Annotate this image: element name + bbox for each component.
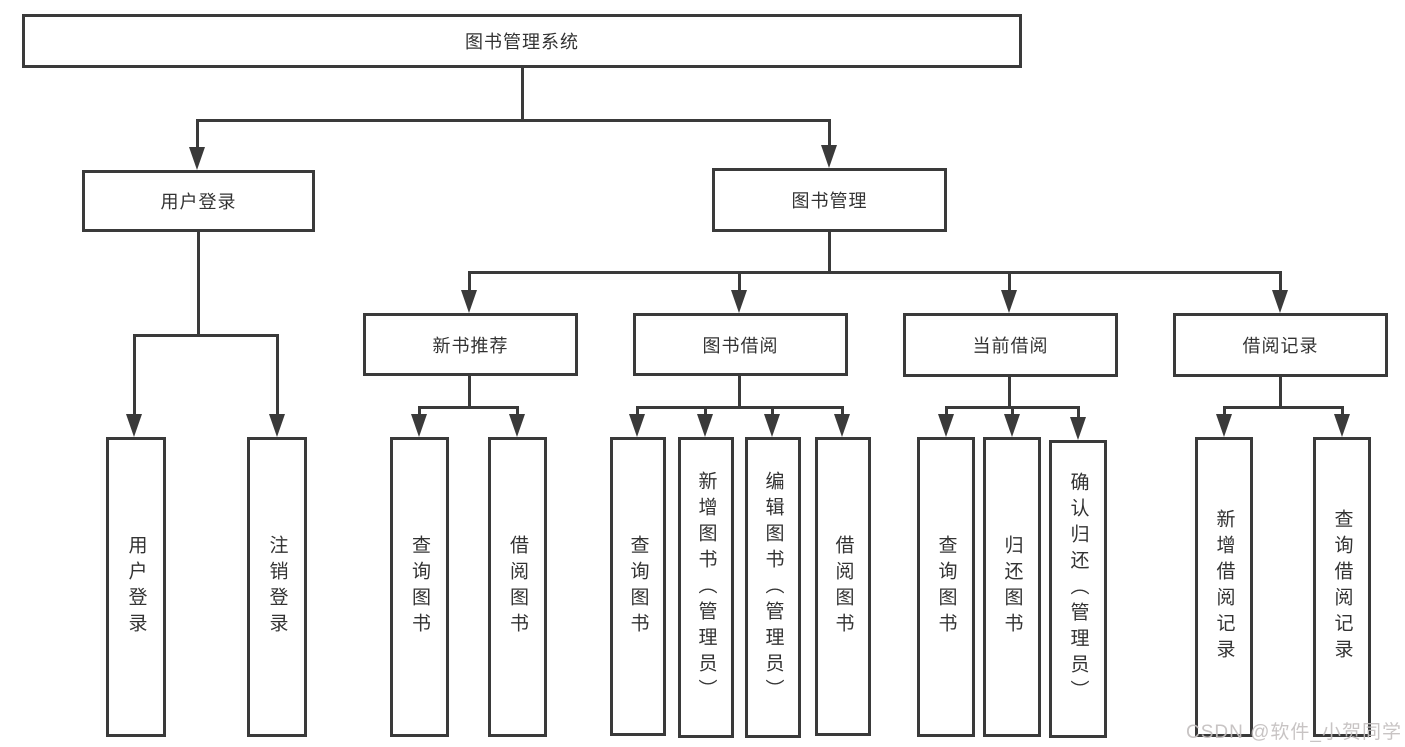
connector-root-stem bbox=[521, 68, 524, 122]
node-book-mgmt-label: 图书管理 bbox=[791, 191, 868, 211]
arrowhead-bb-query bbox=[629, 414, 645, 437]
arrowhead-current-borrow bbox=[1001, 290, 1017, 313]
arrowhead-cb-return bbox=[1004, 414, 1020, 437]
connector-drop-cb-query bbox=[945, 406, 948, 418]
arrowhead-nb-query bbox=[411, 414, 427, 437]
leaf-bb-add-book-admin: 新增图书（管理员） bbox=[678, 437, 734, 738]
arrowhead-bb-borrow bbox=[834, 414, 850, 437]
arrowhead-leaf-login bbox=[126, 414, 142, 437]
node-new-book: 新书推荐 bbox=[363, 313, 578, 376]
leaf-cb-confirm-return-admin: 确认归还（管理员） bbox=[1049, 440, 1107, 738]
leaf-cb-return-book-label: 归还图书 bbox=[1001, 535, 1023, 639]
leaf-bb-add-book-admin-label: 新增图书（管理员） bbox=[695, 470, 717, 705]
connector-drop-bb-add bbox=[704, 406, 707, 418]
leaf-bb-edit-book-admin-label: 编辑图书（管理员） bbox=[762, 470, 784, 705]
connector-book-borrow-stem bbox=[738, 376, 741, 409]
arrowhead-br-add bbox=[1216, 414, 1232, 437]
leaf-logout-label: 注销登录 bbox=[266, 535, 288, 639]
arrowhead-br-query bbox=[1334, 414, 1350, 437]
leaf-nb-borrow-book: 借阅图书 bbox=[488, 437, 547, 737]
arrowhead-book-mgmt bbox=[821, 145, 837, 168]
leaf-user-login: 用户登录 bbox=[106, 437, 166, 737]
connector-current-borrow-stem bbox=[1008, 377, 1011, 409]
connector-new-book-rail bbox=[418, 406, 519, 409]
leaf-nb-query-book: 查询图书 bbox=[390, 437, 449, 737]
connector-drop-br-query bbox=[1341, 406, 1344, 418]
leaf-bb-borrow-book-label: 借阅图书 bbox=[832, 534, 854, 639]
node-user-login-label: 用户登录 bbox=[160, 192, 237, 212]
connector-drop-bb-query bbox=[636, 406, 639, 418]
connector-drop-cb-confirm bbox=[1077, 406, 1080, 418]
node-user-login: 用户登录 bbox=[82, 170, 315, 232]
arrowhead-bb-edit bbox=[764, 414, 780, 437]
leaf-nb-query-book-label: 查询图书 bbox=[409, 535, 430, 639]
leaf-logout: 注销登录 bbox=[247, 437, 307, 737]
connector-borrow-record-rail bbox=[1223, 406, 1344, 409]
arrowhead-nb-borrow bbox=[509, 414, 525, 437]
leaf-cb-query-book-label: 查询图书 bbox=[935, 535, 957, 639]
leaf-user-login-label: 用户登录 bbox=[125, 535, 147, 639]
leaf-cb-return-book: 归还图书 bbox=[983, 437, 1041, 737]
leaf-bb-edit-book-admin: 编辑图书（管理员） bbox=[745, 437, 801, 738]
connector-drop-bb-edit bbox=[771, 406, 774, 418]
leaf-bb-borrow-book: 借阅图书 bbox=[815, 437, 871, 736]
connector-drop-current-borrow bbox=[1008, 271, 1011, 293]
connector-drop-bb-borrow bbox=[841, 406, 844, 418]
node-current-borrow: 当前借阅 bbox=[903, 313, 1118, 377]
connector-drop-nb-borrow bbox=[516, 406, 519, 418]
leaf-br-add-record: 新增借阅记录 bbox=[1195, 437, 1253, 737]
connector-user-login-rail bbox=[133, 334, 279, 337]
connector-book-mgmt-stem bbox=[828, 232, 831, 274]
connector-drop-leaf-logout bbox=[276, 334, 279, 416]
node-root-label: 图书管理系统 bbox=[465, 32, 579, 52]
leaf-br-add-record-label: 新增借阅记录 bbox=[1213, 509, 1235, 665]
connector-drop-user-login bbox=[196, 119, 199, 149]
leaf-cb-query-book: 查询图书 bbox=[917, 437, 975, 737]
connector-drop-new-book bbox=[468, 271, 471, 293]
leaf-bb-query-book: 查询图书 bbox=[610, 437, 666, 736]
connector-user-login-stem bbox=[197, 232, 200, 337]
arrowhead-book-borrow bbox=[731, 290, 747, 313]
arrowhead-borrow-record bbox=[1272, 290, 1288, 313]
arrowhead-cb-query bbox=[938, 414, 954, 437]
node-book-mgmt: 图书管理 bbox=[712, 168, 947, 232]
connector-new-book-stem bbox=[468, 376, 471, 409]
leaf-nb-borrow-book-label: 借阅图书 bbox=[507, 535, 528, 639]
arrowhead-bb-add bbox=[697, 414, 713, 437]
connector-borrow-record-stem bbox=[1279, 377, 1282, 409]
leaf-br-query-record: 查询借阅记录 bbox=[1313, 437, 1371, 737]
connector-drop-borrow-record bbox=[1279, 271, 1282, 293]
node-book-borrow: 图书借阅 bbox=[633, 313, 848, 376]
connector-drop-nb-query bbox=[418, 406, 421, 418]
node-borrow-record-label: 借阅记录 bbox=[1242, 336, 1319, 356]
leaf-br-query-record-label: 查询借阅记录 bbox=[1331, 509, 1353, 665]
node-book-borrow-label: 图书借阅 bbox=[702, 335, 779, 356]
arrowhead-cb-confirm bbox=[1070, 417, 1086, 440]
leaf-cb-confirm-return-admin-label: 确认归还（管理员） bbox=[1067, 472, 1089, 706]
node-root-library-system: 图书管理系统 bbox=[22, 14, 1022, 68]
connector-root-rail bbox=[196, 119, 831, 122]
node-borrow-record: 借阅记录 bbox=[1173, 313, 1388, 377]
connector-drop-leaf-login bbox=[133, 334, 136, 416]
connector-drop-cb-return bbox=[1011, 406, 1014, 418]
arrowhead-user-login bbox=[189, 147, 205, 170]
arrowhead-new-book bbox=[461, 290, 477, 313]
connector-book-borrow-rail bbox=[636, 406, 844, 409]
connector-book-mgmt-rail bbox=[468, 271, 1282, 274]
connector-drop-book-mgmt bbox=[828, 119, 831, 147]
connector-drop-book-borrow bbox=[738, 271, 741, 293]
node-new-book-label: 新书推荐 bbox=[432, 335, 509, 356]
arrowhead-leaf-logout bbox=[269, 414, 285, 437]
csdn-watermark: CSDN @软件_小贺同学 bbox=[1186, 722, 1402, 743]
node-current-borrow-label: 当前借阅 bbox=[972, 336, 1049, 356]
leaf-bb-query-book-label: 查询图书 bbox=[627, 534, 649, 639]
connector-drop-br-add bbox=[1223, 406, 1226, 418]
